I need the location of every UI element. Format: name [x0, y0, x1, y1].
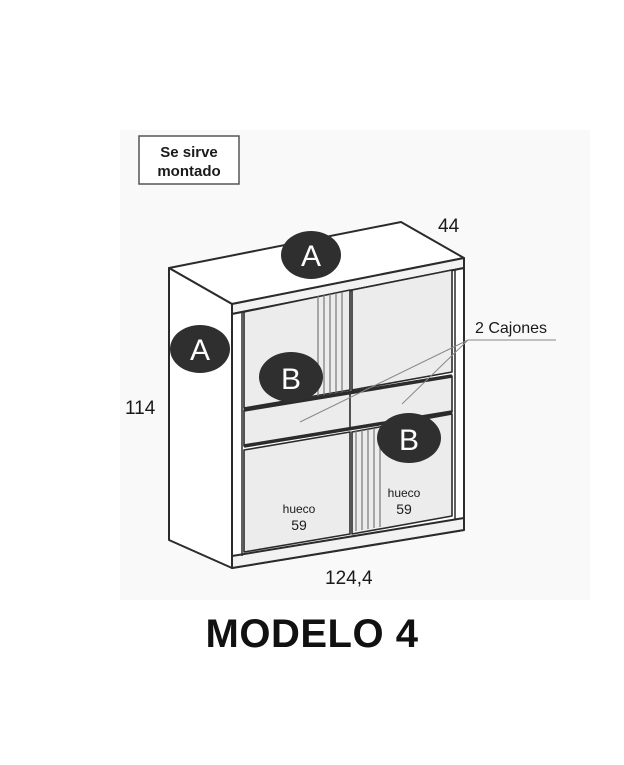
cabinet-plinth	[231, 517, 465, 569]
left-compartment-label: hueco	[283, 502, 316, 516]
marker-b-right-badge	[377, 413, 441, 463]
marker-a-top: A	[281, 231, 341, 279]
cabinet-side-panel	[168, 267, 233, 569]
drawers-callout-label: 2 Cajones	[475, 320, 547, 337]
badge-line-1: Se sirve	[160, 144, 218, 161]
upper-grooves	[317, 292, 343, 396]
drawers-callout-lines	[299, 339, 556, 423]
lower-grooves	[355, 427, 381, 531]
marker-a-side: A	[170, 325, 230, 373]
marker-a-top-letter: A	[301, 240, 321, 273]
right-compartment-value: 59	[396, 501, 412, 517]
badge-frame	[138, 135, 240, 185]
left-compartment-value: 59	[291, 517, 307, 533]
right-compartment-label: hueco	[388, 486, 421, 500]
depth-dimension: 44	[438, 216, 460, 237]
marker-b-right: B	[377, 413, 441, 463]
marker-b-left: B	[259, 352, 323, 402]
badge-line-2: montado	[157, 163, 220, 180]
marker-b-left-badge	[259, 352, 323, 402]
marker-b-left-letter: B	[281, 363, 301, 396]
height-dimension: 114	[125, 398, 156, 419]
marker-a-top-badge	[281, 231, 341, 279]
drawer-top-rail	[243, 374, 453, 412]
lower-left-compartment	[243, 431, 351, 553]
marker-a-side-letter: A	[190, 334, 210, 367]
marker-b-right-letter: B	[399, 424, 419, 457]
assembled-badge: Se sirve montado	[138, 135, 240, 185]
model-title: MODELO 4	[205, 612, 419, 656]
width-dimension: 124,4	[325, 568, 373, 589]
marker-a-side-badge	[170, 325, 230, 373]
